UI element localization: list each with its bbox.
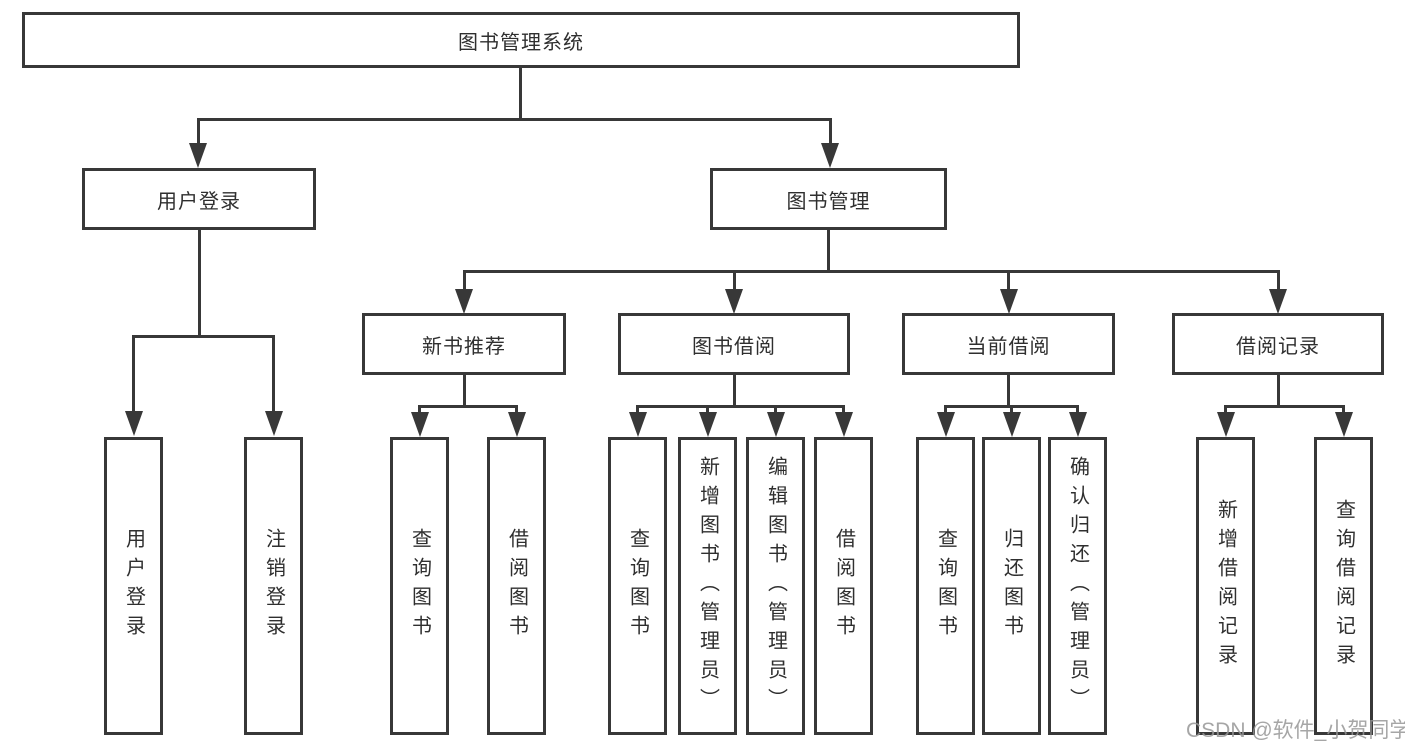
- leaf-records-add: 新增借阅记录: [1196, 437, 1255, 735]
- connector-new-book-stub: [462, 375, 466, 405]
- arrow-down-book-mgmt: [821, 143, 839, 168]
- arrow-down-leaf: [1002, 412, 1021, 437]
- leaf-label: 编辑图书（管理员）: [764, 455, 787, 717]
- node-borrow-records: 借阅记录: [1172, 313, 1384, 375]
- arrow-down-leaf: [766, 412, 785, 437]
- connector-user-login-drop: [196, 118, 200, 146]
- node-current-borrow-label: 当前借阅: [966, 335, 1051, 358]
- connector-leaf-drop: [1076, 405, 1079, 415]
- leaf-label: 借阅图书: [832, 528, 855, 644]
- connector-leaf-drop: [774, 405, 777, 415]
- connector-leaf-drop: [1342, 405, 1345, 415]
- leaf-label: 注销登录: [262, 528, 285, 644]
- leaf-current-query: 查询图书: [916, 437, 975, 735]
- node-book-management-label: 图书管理: [786, 190, 871, 213]
- node-root-label: 图书管理系统: [458, 31, 584, 54]
- connector-borrow-stub: [732, 375, 736, 405]
- node-book-borrow-label: 图书借阅: [692, 335, 776, 358]
- connector-leaf-drop: [636, 405, 639, 415]
- connector-records-stub: [1276, 375, 1280, 405]
- connector-current-drop: [1007, 270, 1010, 292]
- leaf-current-confirm-admin: 确认归还（管理员）: [1048, 437, 1107, 735]
- arrow-down-new-book: [455, 289, 473, 314]
- node-new-book-recommend-label: 新书推荐: [422, 335, 506, 358]
- node-current-borrow: 当前借阅: [902, 313, 1115, 375]
- node-user-login: 用户登录: [82, 168, 316, 230]
- node-root: 图书管理系统: [22, 12, 1020, 68]
- connector-borrow-branch: [636, 405, 845, 408]
- leaf-label: 用户登录: [122, 528, 145, 644]
- arrow-down-user-login: [189, 143, 207, 168]
- connector-leaf-drop: [944, 405, 947, 415]
- connector-user-login-branch: [132, 335, 275, 338]
- arrow-down-leaf: [1068, 412, 1087, 437]
- connector-book-mgmt-stub: [827, 230, 830, 270]
- leaf-label: 查询借阅记录: [1332, 499, 1355, 673]
- leaf-newbook-borrow: 借阅图书: [487, 437, 546, 735]
- leaf-label: 归还图书: [1000, 528, 1023, 644]
- connector-level2-branch: [196, 118, 832, 121]
- connector-leaf-drop: [418, 405, 421, 415]
- connector-records-branch: [1224, 405, 1345, 408]
- connector-leaf-drop: [272, 335, 275, 413]
- leaf-newbook-query: 查询图书: [390, 437, 449, 735]
- arrow-down-leaf: [1334, 412, 1353, 437]
- leaf-label: 查询图书: [626, 528, 649, 644]
- leaf-label: 新增图书（管理员）: [696, 455, 719, 717]
- leaf-user-login-query: 用户登录: [104, 437, 163, 735]
- leaf-label: 新增借阅记录: [1214, 499, 1237, 673]
- leaf-label: 查询图书: [934, 528, 957, 644]
- node-book-borrow: 图书借阅: [618, 313, 850, 375]
- connector-book-mgmt-drop: [828, 118, 832, 146]
- arrow-down-leaf: [264, 411, 283, 436]
- csdn-watermark: CSDN @软件_小贺同学: [1186, 719, 1405, 742]
- node-borrow-records-label: 借阅记录: [1236, 335, 1320, 358]
- arrow-down-leaf: [1216, 412, 1235, 437]
- connector-borrow-drop: [732, 270, 736, 292]
- arrow-down-current: [999, 289, 1018, 314]
- arrow-down-leaf: [410, 412, 429, 437]
- leaf-label: 确认归还（管理员）: [1066, 455, 1089, 717]
- leaf-borrow-edit-admin: 编辑图书（管理员）: [746, 437, 805, 735]
- leaf-borrow-add-admin: 新增图书（管理员）: [678, 437, 737, 735]
- arrow-down-leaf: [507, 412, 526, 437]
- arrow-down-leaf: [698, 412, 717, 437]
- connector-leaf-drop: [1224, 405, 1227, 415]
- connector-leaf-drop: [842, 405, 845, 415]
- arrow-down-leaf: [628, 412, 647, 437]
- connector-user-login-stub: [197, 230, 201, 335]
- arrow-down-records: [1269, 289, 1287, 314]
- connector-root-stub: [518, 68, 522, 118]
- leaf-borrow-query: 查询图书: [608, 437, 667, 735]
- connector-leaf-drop: [706, 405, 709, 415]
- connector-leaf-drop: [1010, 405, 1013, 415]
- connector-level3-branch: [462, 270, 1280, 273]
- leaf-borrow-borrow: 借阅图书: [814, 437, 873, 735]
- node-book-management: 图书管理: [710, 168, 947, 230]
- arrow-down-leaf: [834, 412, 853, 437]
- leaf-label: 借阅图书: [505, 528, 528, 644]
- leaf-records-query: 查询借阅记录: [1314, 437, 1373, 735]
- arrow-down-leaf: [936, 412, 955, 437]
- connector-leaf-drop: [132, 335, 135, 413]
- arrow-down-leaf: [124, 411, 143, 436]
- arrow-down-borrow: [725, 289, 743, 314]
- connector-leaf-drop: [515, 405, 518, 415]
- connector-current-stub: [1007, 375, 1010, 405]
- leaf-current-return: 归还图书: [982, 437, 1041, 735]
- node-user-login-label: 用户登录: [157, 190, 241, 213]
- leaf-label: 查询图书: [408, 528, 431, 644]
- leaf-user-logout: 注销登录: [244, 437, 303, 735]
- connector-new-book-branch: [418, 405, 518, 408]
- connector-records-drop: [1276, 270, 1280, 292]
- connector-new-book-drop: [462, 270, 466, 292]
- node-new-book-recommend: 新书推荐: [362, 313, 566, 375]
